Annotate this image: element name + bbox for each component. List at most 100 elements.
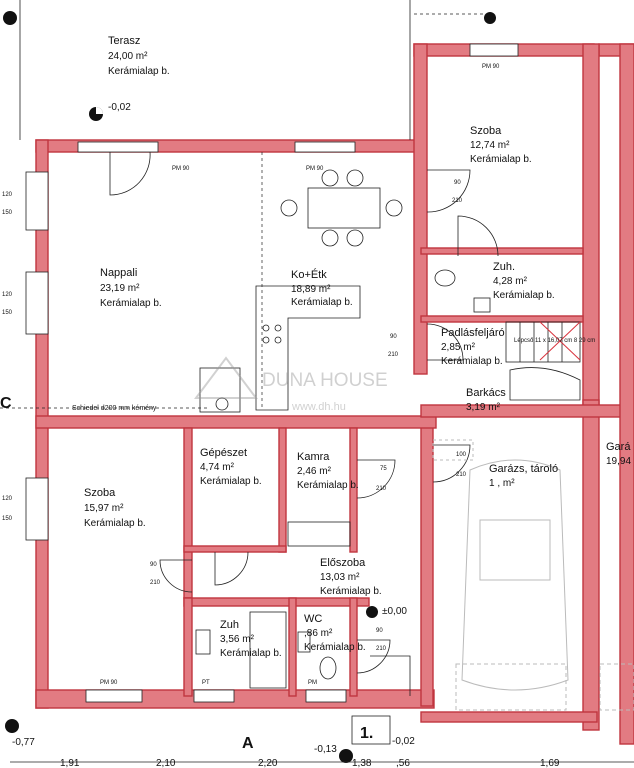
bath-fixtures: [195, 269, 491, 689]
opening-label: 120: [2, 192, 13, 198]
room-area: 18,89 m²: [291, 284, 331, 295]
window-left-2: [25, 271, 49, 335]
sink-bath: [195, 629, 211, 655]
level-value: -0,02: [392, 736, 415, 747]
room-name: Gará: [606, 441, 631, 453]
wall-gepeszet-right: [278, 427, 287, 553]
wall-zuh-bottom: [420, 315, 584, 323]
watermark-brand: DUNA HOUSE: [262, 370, 388, 391]
room-name: Szoba: [470, 125, 502, 137]
car-dash: [432, 439, 474, 461]
door-kamra: [356, 459, 396, 499]
room-area: 19,94: [606, 456, 631, 467]
window-bottom-2: [193, 689, 235, 703]
room-area: 2,46 m²: [297, 466, 332, 477]
opening-label: 150: [2, 310, 13, 316]
wall-kamra-right: [349, 427, 358, 553]
wall-wc-right: [349, 597, 358, 697]
toilet-top: [434, 269, 456, 287]
room-area: 3,56 m²: [220, 634, 255, 645]
chair: [321, 229, 339, 247]
opening-label: 90: [150, 562, 157, 568]
window-bottom-3: [305, 689, 347, 703]
stair-curve: [509, 367, 581, 401]
room-zuh-top: Zuh. 4,28 m² Kerámialap b.: [493, 261, 555, 301]
level-marker-bottom-left: -0,77: [5, 719, 35, 748]
opening-label: 150: [2, 210, 13, 216]
room-floor: Kerámialap b.: [200, 476, 262, 487]
room-zuh-bottom: Zuh 3,56 m² Kerámialap b.: [220, 619, 282, 659]
chair: [321, 169, 339, 187]
car-right-unit: [599, 663, 634, 711]
room-area: 1 , m²: [489, 478, 515, 489]
stair-arrow: [539, 321, 581, 361]
room-padlasfeljaro: Padlásfeljáró 2,85 m² Kerámialap b.: [441, 327, 505, 367]
room-garazs-right: Gará 19,94: [606, 441, 631, 467]
room-name: Kamra: [297, 451, 330, 463]
wall-bath-top: [183, 597, 370, 607]
chair: [280, 199, 298, 217]
level-marker-entrance: ±0,00: [366, 606, 407, 618]
dimension-value: 2,10: [156, 758, 176, 768]
room-area: 2,85 m²: [441, 342, 476, 353]
room-kamra: Kamra 2,46 m² Kerámialap b.: [297, 451, 359, 491]
sink-top: [473, 297, 491, 313]
room-area: 4,28 m²: [493, 276, 528, 287]
opening-label: 210: [456, 472, 467, 478]
car-window: [479, 519, 551, 581]
stair-note: Lépcső 11 x 16,07 cm 8 29 cm: [514, 338, 595, 344]
room-area: 3,19 m²: [466, 402, 501, 413]
room-floor: Kerámialap b.: [493, 290, 555, 301]
opening-label: 210: [150, 580, 161, 586]
level-symbol-icon: [339, 749, 353, 763]
level-value: -0,13: [314, 744, 337, 755]
sink-wc: [297, 631, 311, 653]
room-floor: Kerámialap b.: [220, 648, 282, 659]
room-area: 24,00 m²: [108, 51, 148, 62]
window-bottom-1: [85, 689, 143, 703]
wall-right-unit: [619, 43, 634, 745]
room-area: 13,03 m²: [320, 572, 360, 583]
room-eloszoba: Előszoba 13,03 m² Kerámialap b.: [320, 557, 382, 597]
dimension-value: 1,91: [60, 758, 80, 768]
room-floor: Kerámialap b.: [100, 298, 162, 309]
door-szoba-left: [159, 559, 193, 593]
room-name: Barkács: [466, 387, 506, 399]
wall-garage-left: [420, 415, 434, 707]
room-name: WC: [304, 613, 322, 625]
boiler: [199, 367, 241, 413]
door-entrance: [370, 655, 411, 696]
car-outline: [461, 459, 569, 691]
dining-table: [307, 187, 381, 229]
dimension-value: ,56: [396, 758, 410, 768]
counter: [255, 285, 361, 411]
wall-gepeszet-bottom: [183, 545, 287, 553]
opening-label: 100: [456, 452, 467, 458]
room-name: Előszoba: [320, 557, 366, 569]
wall-unit-divider-b: [582, 399, 600, 731]
kamra-shelf: [287, 521, 351, 547]
boiler-circle: [215, 397, 229, 411]
room-name: Padlásfeljáró: [441, 327, 505, 339]
opening-label: 90: [454, 180, 461, 186]
opening-label: 75: [380, 466, 387, 472]
room-ko-etk: Ko+Étk 18,89 m² Kerámialap b.: [291, 268, 353, 308]
door-garage: [432, 444, 471, 483]
room-floor: Kerámialap b.: [320, 586, 382, 597]
level-value: ±0,00: [382, 606, 407, 617]
dimension-value: 1,69: [540, 758, 560, 768]
door-terasz-left: [109, 151, 151, 196]
toilet-wc: [319, 656, 337, 680]
opening-labels: PM 90 PM 90 PM 90 PM 90 PT PM 120 150 12…: [2, 64, 500, 686]
level-symbol-icon: [366, 606, 378, 618]
level-symbol-quarter: [96, 107, 103, 114]
window-left-1: [25, 171, 49, 231]
unit-number-box: [351, 715, 391, 745]
wall-garage-top: [420, 404, 634, 418]
room-area: ,86 m²: [304, 628, 333, 639]
opening-label: PM 90: [172, 166, 190, 172]
kitchen-table: [280, 169, 403, 247]
opening-label: PM 90: [100, 680, 118, 686]
door-zuh-top: [457, 215, 499, 257]
